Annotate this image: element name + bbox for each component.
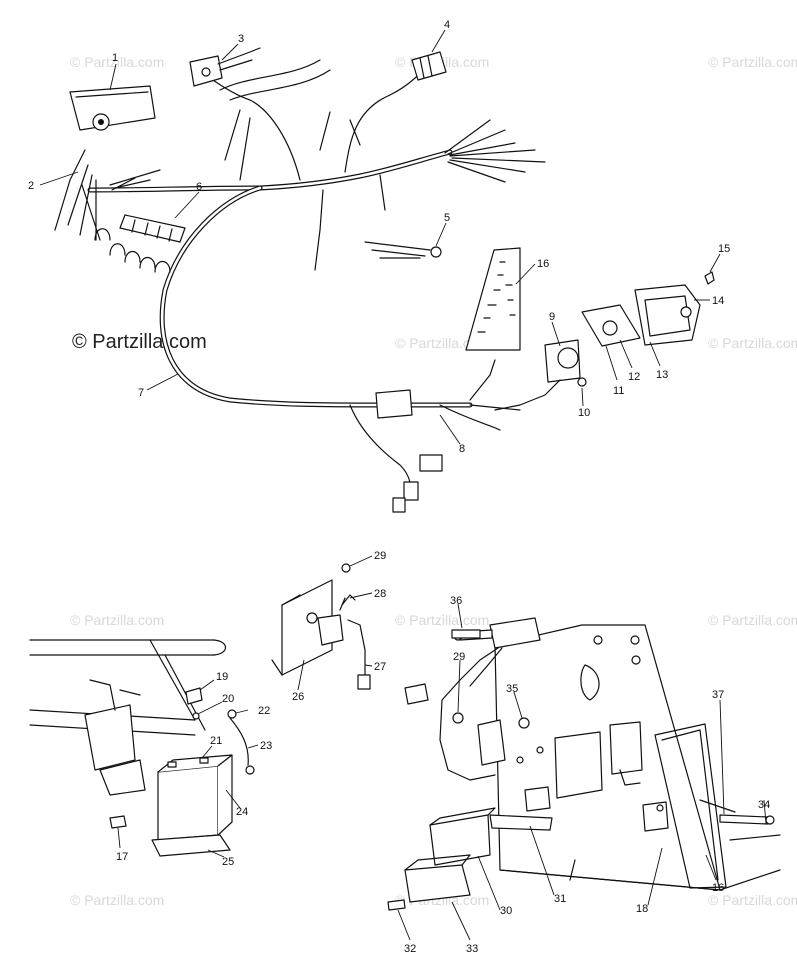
watermark-layer: © Partzilla.com © Partzilla.com © Partzi… [70, 54, 797, 908]
relay-connectors [392, 454, 443, 513]
watermark: © Partzilla.com [708, 335, 797, 351]
watermark: © Partzilla.com [708, 892, 797, 908]
callout-27: 27 [374, 661, 386, 673]
callout-34: 34 [758, 799, 770, 811]
connector-3 [189, 47, 261, 87]
callout-37: 37 [712, 689, 724, 701]
callout-16: 16 [537, 258, 549, 270]
callout-3: 3 [238, 33, 244, 45]
callout-35: 35 [506, 683, 518, 695]
callout-18: 18 [636, 903, 648, 915]
callout-25: 25 [222, 856, 234, 868]
callout-23: 23 [260, 740, 272, 752]
callout-leaders [39, 29, 767, 941]
watermark: © Partzilla.com [708, 54, 797, 70]
main-harness [54, 54, 546, 501]
callout-7: 7 [138, 387, 144, 399]
callout-32: 32 [404, 943, 416, 955]
watermark: © Partzilla.com [70, 892, 164, 908]
battery-hardware [109, 687, 203, 829]
callout-14: 14 [712, 295, 724, 307]
watermark-main: © Partzilla.com [72, 331, 207, 353]
bracket-33 [387, 854, 471, 911]
rear-panel [494, 624, 781, 891]
bracket-26 [271, 563, 371, 690]
callout-numbers: 1 2 3 4 5 6 7 8 9 10 11 12 13 14 15 16 1… [28, 19, 770, 955]
decal-16-top [465, 247, 521, 351]
battery-cable-23 [227, 709, 255, 775]
callout-16-bottom: 16 [712, 882, 724, 894]
callout-31: 31 [554, 893, 566, 905]
callout-22: 22 [258, 705, 270, 717]
frame-rails [29, 639, 227, 796]
callout-26: 26 [292, 691, 304, 703]
watermark: © Partzilla.com [70, 54, 164, 70]
callout-20: 20 [222, 693, 234, 705]
callout-28: 28 [374, 588, 386, 600]
callout-13: 13 [656, 369, 668, 381]
callout-17: 17 [116, 851, 128, 863]
callout-19: 19 [216, 671, 228, 683]
callout-29: 29 [453, 651, 465, 663]
watermark: © Partzilla.com [70, 612, 164, 628]
watermark: © Partzilla.com [708, 612, 797, 628]
fuse-block-6 [94, 214, 186, 273]
callout-21: 21 [210, 735, 222, 747]
callout-11: 11 [613, 385, 624, 397]
watermark: © Partzilla.com [395, 612, 489, 628]
callout-24: 24 [236, 806, 248, 818]
callout-29-top: 29 [374, 550, 386, 562]
callout-15: 15 [718, 243, 730, 255]
watermark: © Partzilla.com [395, 335, 489, 351]
callout-8: 8 [459, 443, 465, 455]
callout-9: 9 [549, 311, 555, 323]
ignition-module [404, 617, 541, 781]
wire-lead-5 [364, 241, 442, 259]
connector-4 [411, 51, 447, 81]
coil-29 [452, 712, 530, 766]
callout-6: 6 [196, 181, 202, 193]
callout-5: 5 [444, 212, 450, 224]
battery-24 [157, 754, 233, 841]
callout-30: 30 [500, 905, 512, 917]
bolts [451, 629, 775, 825]
taillight-assembly [494, 271, 715, 411]
callout-2: 2 [28, 180, 34, 192]
callout-36: 36 [450, 595, 462, 607]
rectifier-30 [429, 807, 553, 866]
headlight [69, 85, 156, 131]
callout-10: 10 [578, 407, 590, 419]
callout-4: 4 [444, 19, 450, 31]
callout-33: 33 [466, 943, 478, 955]
callout-12: 12 [628, 371, 640, 383]
callout-1: 1 [112, 52, 118, 64]
